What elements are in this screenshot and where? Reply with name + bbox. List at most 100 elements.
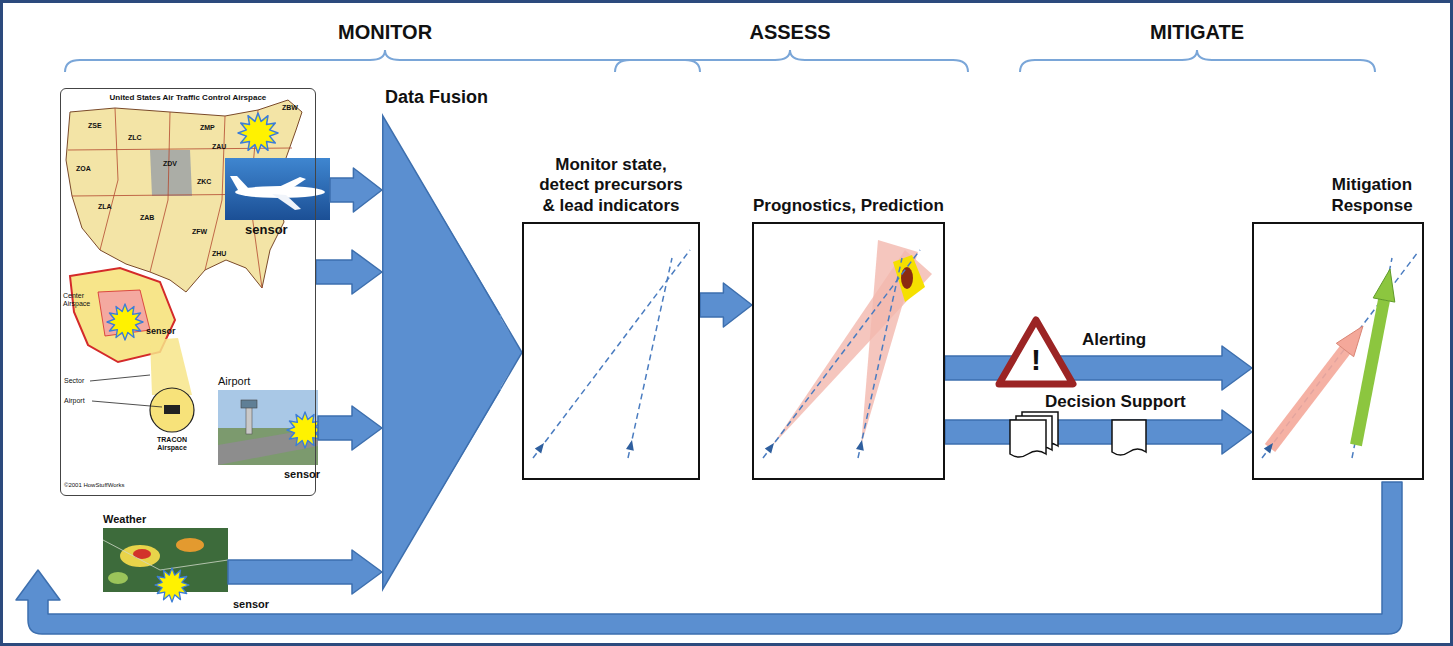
sensor-burst bbox=[155, 568, 189, 602]
fusion-fill bbox=[382, 115, 501, 590]
warning-triangle bbox=[999, 320, 1073, 384]
trajectory-head bbox=[765, 443, 774, 453]
center-code: ZOA bbox=[76, 165, 91, 173]
edge-label: Decision Support bbox=[1045, 392, 1186, 412]
block-arrow bbox=[228, 550, 382, 594]
box-heading: Mitigation Response bbox=[1312, 175, 1432, 216]
uncertainty-cone bbox=[861, 240, 918, 446]
sensor-label: sensor bbox=[245, 222, 288, 238]
image-label: Weather bbox=[103, 513, 146, 526]
document-icon bbox=[1010, 420, 1046, 457]
mitigation-trajectories bbox=[1262, 252, 1418, 458]
fusion-tip-outline bbox=[500, 315, 522, 390]
rain bbox=[108, 572, 128, 584]
center-code: ZHU bbox=[212, 250, 226, 258]
resolution-arrow-head bbox=[1373, 269, 1395, 302]
brace bbox=[615, 50, 968, 72]
block-arrow bbox=[945, 410, 1252, 454]
sensor-label: sensor bbox=[284, 468, 320, 481]
tower-cab bbox=[241, 400, 257, 408]
box-heading: Monitor state, detect precursors & lead … bbox=[536, 155, 686, 216]
wing bbox=[272, 194, 301, 210]
fusion-tip bbox=[499, 315, 522, 390]
resolution-arrow-head bbox=[1336, 326, 1363, 357]
block-arrow bbox=[318, 406, 382, 450]
phase-heading: MITIGATE bbox=[1150, 20, 1244, 44]
center-code: ZKC bbox=[197, 178, 211, 186]
trajectory-head bbox=[535, 443, 544, 453]
flow-arrow bbox=[945, 346, 1252, 390]
center-code: ZLA bbox=[98, 203, 112, 211]
fusion-triangle bbox=[382, 115, 500, 590]
flow-arrow bbox=[316, 250, 382, 294]
data-fusion-shape: Data Fusion bbox=[382, 115, 500, 590]
center-code: ZDV bbox=[163, 160, 177, 168]
trajectory bbox=[628, 258, 672, 458]
boundary bbox=[100, 108, 118, 250]
road bbox=[103, 540, 228, 570]
prediction-trajectories bbox=[763, 240, 932, 458]
trajectory-head bbox=[1264, 443, 1273, 453]
block-arrow bbox=[330, 168, 382, 212]
resolution-arrow bbox=[1270, 350, 1345, 448]
box-heading: Prognostics, Prediction bbox=[753, 196, 944, 216]
map-label: Sector bbox=[64, 377, 84, 385]
uncertainty-cone bbox=[772, 250, 932, 446]
flow-arrow bbox=[318, 406, 382, 450]
center-code: ZAU bbox=[212, 143, 226, 151]
sky bbox=[225, 158, 330, 220]
sensor-burst bbox=[238, 113, 278, 153]
tracon-cone bbox=[150, 338, 192, 395]
phase-heading: MONITOR bbox=[338, 20, 432, 44]
center-code: ZLC bbox=[128, 134, 142, 142]
trajectory-head bbox=[626, 440, 634, 451]
feedback-arrow bbox=[16, 482, 1402, 634]
airport-symbol bbox=[164, 405, 180, 414]
trajectory bbox=[858, 258, 902, 458]
phase-heading: ASSESS bbox=[750, 20, 831, 44]
aircraft-picture bbox=[225, 158, 330, 220]
map-panel: United States Air Traffic Control Airspa… bbox=[60, 88, 316, 496]
leader-line bbox=[90, 375, 150, 381]
map-label: Center Airspace bbox=[63, 292, 97, 309]
trajectory-head bbox=[856, 440, 864, 451]
sensor-label: sensor bbox=[146, 326, 176, 337]
tracon-circle bbox=[150, 388, 194, 432]
trajectory bbox=[763, 250, 920, 458]
process-box: Monitor state, detect precursors & lead … bbox=[522, 222, 700, 480]
center-code: ZSE bbox=[88, 122, 102, 130]
wing bbox=[270, 177, 306, 193]
rain bbox=[120, 545, 160, 567]
highlight-center bbox=[150, 150, 192, 196]
center-code: ZBW bbox=[282, 104, 298, 112]
trajectory bbox=[1262, 252, 1418, 458]
process-box: Prognostics, Prediction bbox=[752, 222, 945, 480]
flow-arrow bbox=[700, 283, 752, 327]
monitor-trajectories bbox=[533, 250, 690, 458]
phase-braces bbox=[65, 50, 1375, 72]
conflict-core bbox=[901, 267, 913, 289]
document-icons bbox=[1010, 412, 1146, 457]
center-code: ZFW bbox=[192, 228, 207, 236]
center-code: ZMP bbox=[200, 124, 215, 132]
sensor-burst bbox=[107, 304, 143, 340]
sensor-label: sensor bbox=[233, 598, 269, 611]
warning-mark: ! bbox=[1031, 345, 1041, 375]
flow-arrow bbox=[499, 315, 522, 390]
boundary bbox=[205, 116, 225, 270]
image-label: Airport bbox=[218, 375, 250, 388]
flow-arrow bbox=[945, 410, 1252, 454]
resolution-arrow bbox=[1356, 300, 1384, 445]
trajectory bbox=[533, 250, 690, 458]
leader-line bbox=[92, 401, 162, 407]
map-title: United States Air Traffic Control Airspa… bbox=[110, 93, 267, 103]
edge-label: Alerting bbox=[1082, 330, 1146, 350]
us-map bbox=[66, 100, 302, 432]
process-box: Mitigation Response bbox=[1252, 222, 1424, 480]
copyright-note: ©2001 HowStuffWorks bbox=[64, 482, 125, 489]
fusion-label: Data Fusion bbox=[385, 87, 488, 109]
brace bbox=[1020, 50, 1375, 72]
rain bbox=[176, 538, 204, 552]
block-arrow bbox=[316, 250, 382, 294]
airport-image: Airportsensor bbox=[218, 390, 318, 465]
